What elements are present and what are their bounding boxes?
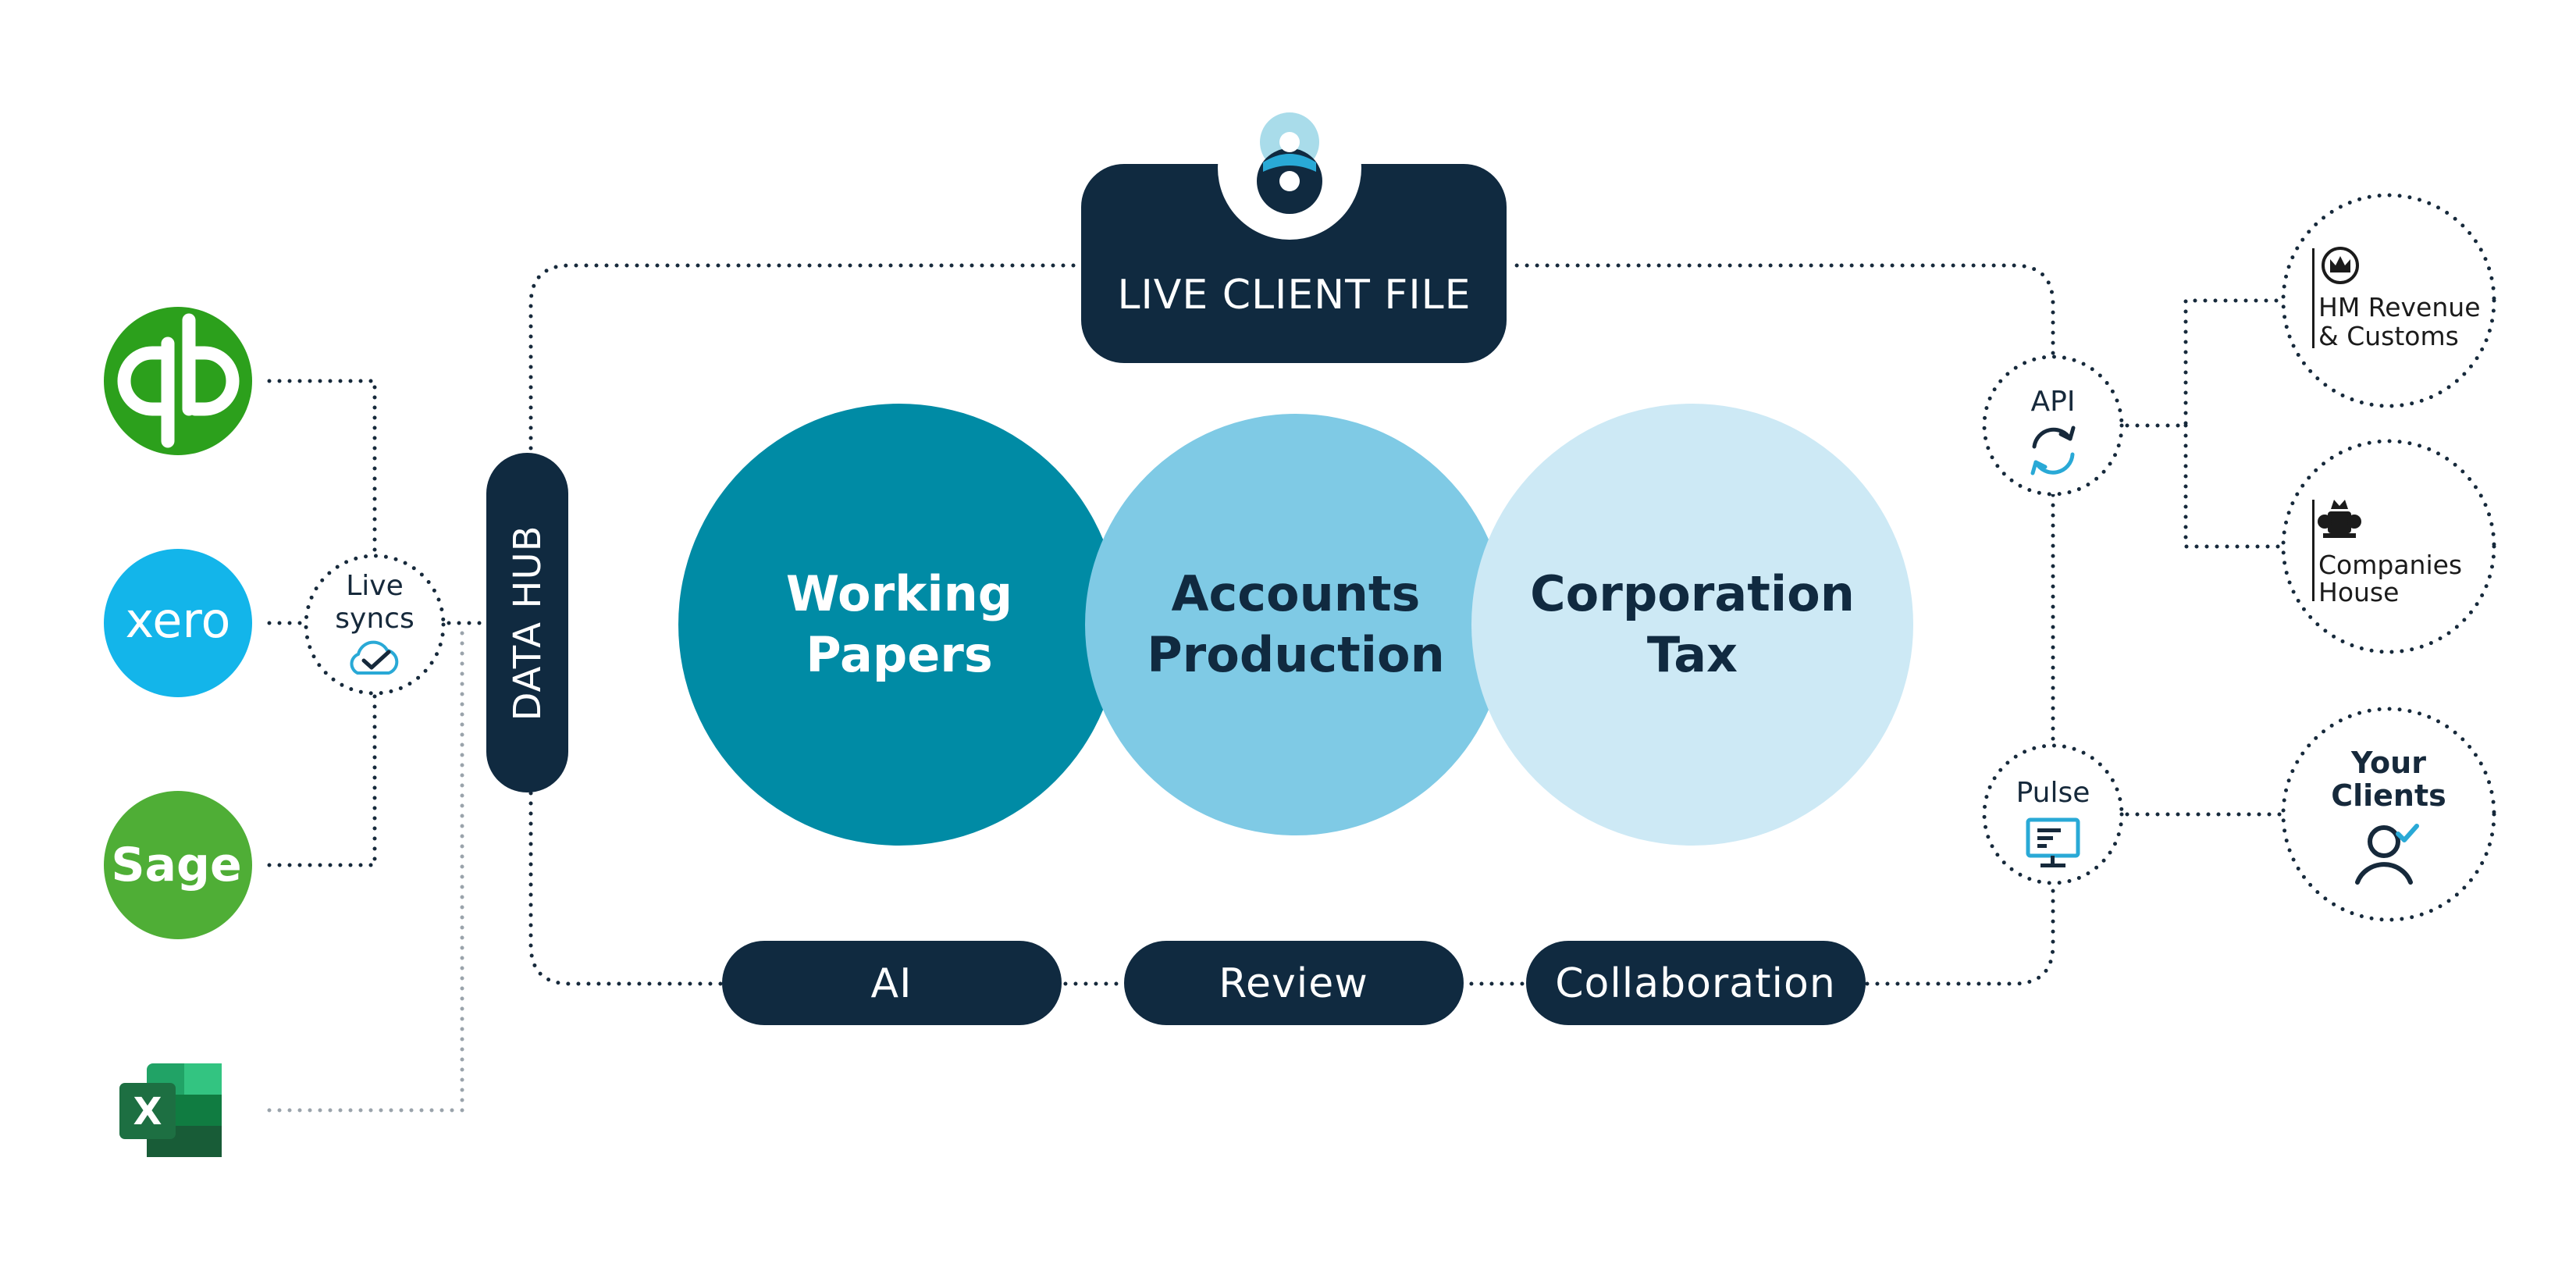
companies-house-divider (2312, 500, 2314, 601)
live-client-file-title: LIVE CLIENT FILE (1118, 272, 1471, 319)
api-label: API (2031, 386, 2076, 418)
api-ring (1982, 354, 2124, 497)
your-clients-node: Your Clients (2281, 707, 2496, 922)
venn-circles: Working Papers Accounts Production Corpo… (678, 404, 1913, 846)
accounts-production-circle (1085, 414, 1507, 835)
api-to-hmrc-connector (2125, 298, 2286, 428)
excel-logo-icon: X (119, 1063, 222, 1157)
data-hub: DATA HUB (486, 453, 568, 792)
cloud-check-icon (350, 640, 399, 675)
ai-pill (722, 941, 1062, 1025)
hmrc-node: HM Revenue & Customs (2281, 193, 2496, 408)
main-loop-connector (528, 263, 2055, 986)
feature-pills: AI Review Collaboration (722, 941, 1866, 1025)
sage-logo-icon: Sage (104, 791, 252, 939)
api-to-companies-house-connector (2183, 423, 2286, 549)
pulse-node: Pulse (1982, 743, 2124, 885)
data-hub-bar (486, 453, 568, 792)
your-clients-ring (2281, 707, 2496, 922)
excel-logo-text: X (133, 1090, 162, 1134)
working-papers-circle (678, 404, 1120, 846)
quickbooks-logo-icon (104, 307, 252, 455)
accounts-production-label-1: Accounts (1172, 565, 1421, 622)
ai-label: AI (871, 960, 913, 1007)
hmrc-label-2: & Customs (2318, 321, 2459, 351)
live-client-file-box (1081, 164, 1507, 363)
royal-arms-icon (2318, 500, 2361, 538)
hmrc-divider (2312, 248, 2314, 348)
s-logo-icon (1257, 112, 1322, 214)
your-clients-label-2: Clients (2331, 778, 2446, 813)
your-clients-label-1: Your (2350, 746, 2426, 780)
excel-connector (267, 622, 464, 1113)
review-label: Review (1219, 960, 1368, 1007)
source-logos: xero Sage X (104, 307, 252, 1157)
live-syncs-ring (304, 554, 446, 696)
collaboration-label: Collaboration (1555, 960, 1836, 1007)
companies-house-ring (2281, 439, 2496, 654)
hmrc-label-1: HM Revenue (2318, 292, 2481, 322)
crown-crest-icon (2322, 247, 2359, 284)
corporation-tax-circle (1471, 404, 1913, 846)
corporation-tax-label-1: Corporation (1530, 565, 1855, 622)
live-syncs-node: Live syncs (304, 554, 446, 696)
review-pill (1124, 941, 1464, 1025)
companies-house-node: Companies House (2281, 439, 2496, 654)
companies-house-label-2: House (2318, 577, 2399, 607)
companies-house-label-1: Companies (2318, 550, 2462, 580)
live-client-file-header: LIVE CLIENT FILE (1081, 96, 1507, 363)
pulse-ring (1982, 743, 2124, 885)
xero-logo-text: xero (126, 592, 231, 649)
quickbooks-connector (267, 379, 377, 563)
sync-arrows-icon (2030, 426, 2076, 475)
accounts-production-label-2: Production (1147, 626, 1445, 683)
working-papers-label-1: Working (786, 565, 1012, 622)
api-node: API (1982, 354, 2124, 497)
corporation-tax-label-2: Tax (1647, 626, 1738, 683)
presentation-chart-icon (2026, 817, 2080, 867)
pulse-label: Pulse (2016, 777, 2090, 809)
data-hub-label: DATA HUB (506, 525, 550, 721)
connectors (267, 263, 2286, 1113)
working-papers-label-2: Papers (806, 626, 993, 683)
sage-connector (267, 686, 377, 867)
user-check-icon (2355, 824, 2419, 885)
live-syncs-label-2: syncs (335, 603, 414, 635)
live-syncs-label-1: Live (346, 570, 404, 602)
collaboration-pill (1526, 941, 1866, 1025)
xero-logo-icon: xero (104, 549, 252, 697)
sage-logo-text: Sage (111, 838, 241, 892)
